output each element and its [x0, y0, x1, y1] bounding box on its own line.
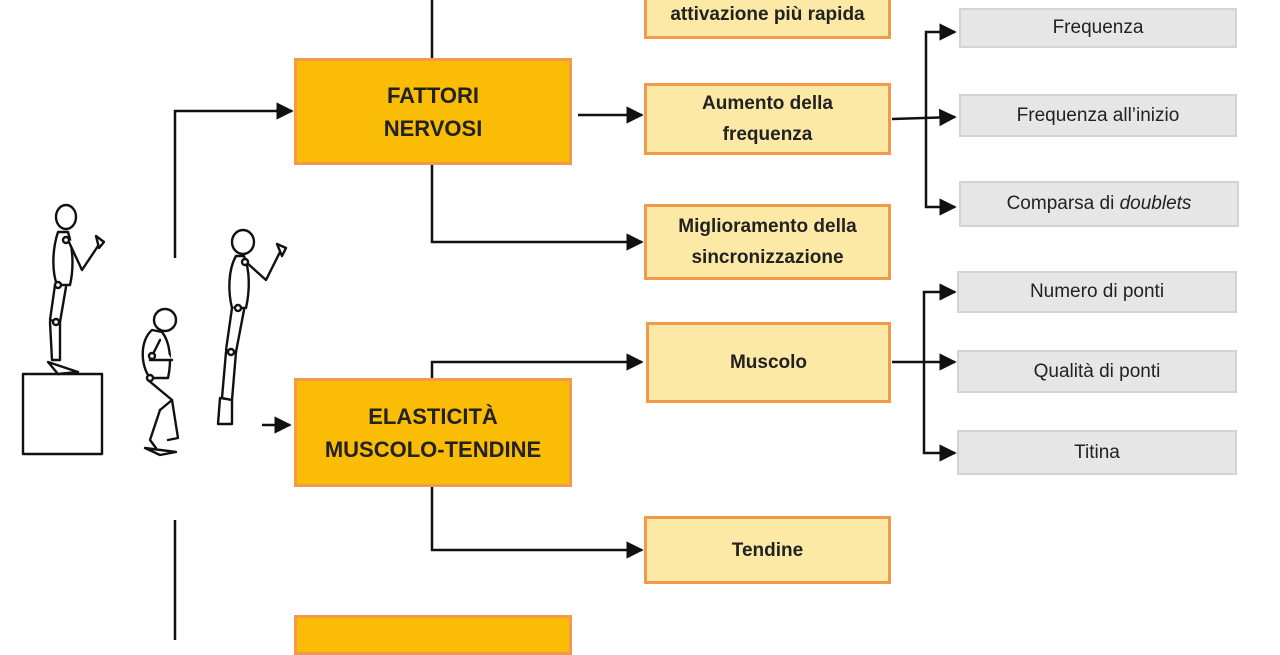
numero-ponti-label: Numero di ponti: [1029, 281, 1165, 302]
box-fattori-nervosi: FATTORI NERVOSI: [294, 58, 572, 165]
arrow-to-frequenza-inizio: [891, 108, 957, 127]
arrow-to-titina: [922, 362, 957, 462]
standing-figure-icon: [46, 203, 106, 376]
box-numero-ponti: Numero di ponti: [957, 271, 1237, 313]
fattori-line-2: NERVOSI: [383, 115, 483, 141]
box-titina: Titina: [957, 430, 1237, 475]
jump-box-icon: [21, 372, 104, 456]
box-comparsa-doublets: Comparsa di doublets: [959, 181, 1239, 227]
box-attivazione: attivazione più rapida: [644, 0, 891, 39]
comparsa-italic: doublets: [1119, 193, 1192, 214]
airborne-figure-icon: [216, 228, 288, 426]
muscolo-label: Muscolo: [729, 352, 808, 373]
frequenza-inizio-label: Frequenza all’inizio: [1016, 104, 1180, 126]
arrow-to-tendine: [430, 487, 644, 559]
box-frequenza: Frequenza: [959, 8, 1237, 48]
sincronizzazione-line-2: sincronizzazione: [691, 247, 844, 268]
comparsa-label: Comparsa di doublets: [1007, 193, 1192, 215]
box-elasticita: ELASTICITÀ MUSCOLO-TENDINE: [294, 378, 572, 487]
box-tendine: Tendine: [644, 516, 891, 584]
arrow-to-sincronizzazione: [430, 165, 644, 251]
connector-lines: [21, 0, 957, 640]
box-sincronizzazione: Miglioramento della sincronizzazione: [644, 204, 891, 280]
attivazione-label: attivazione più rapida: [670, 4, 865, 25]
aumento-line-1: Aumento della: [702, 93, 833, 114]
fattori-line-1: FATTORI: [386, 82, 480, 108]
jumping-figures-icon: [21, 203, 288, 457]
arrow-to-muscolo: [430, 353, 644, 378]
box-aumento-frequenza: Aumento della frequenza: [644, 83, 891, 155]
comparsa-prefix: Comparsa di: [1006, 193, 1120, 214]
arrow-to-fattori: [173, 102, 294, 258]
qualita-ponti-label: Qualità di ponti: [1033, 360, 1161, 382]
aumento-line-2: frequenza: [722, 124, 813, 145]
arrow-to-comparsa: [924, 119, 957, 216]
box-qualita-ponti: Qualità di ponti: [957, 350, 1237, 393]
box-bottom-partial: [294, 615, 572, 655]
elasticita-line-1: ELASTICITÀ: [368, 403, 498, 429]
elasticita-line-2: MUSCOLO-TENDINE: [324, 436, 542, 462]
arrow-to-numero: [922, 283, 957, 362]
frequenza-label: Frequenza: [1052, 17, 1144, 38]
tendine-label: Tendine: [731, 539, 804, 561]
sincronizzazione-line-1: Miglioramento della: [678, 216, 857, 237]
crouching-figure-icon: [141, 307, 180, 457]
box-muscolo: Muscolo: [646, 322, 891, 403]
titina-label: Titina: [1074, 441, 1120, 463]
arrow-to-frequenza: [924, 23, 957, 119]
box-frequenza-inizio: Frequenza all’inizio: [959, 94, 1237, 137]
